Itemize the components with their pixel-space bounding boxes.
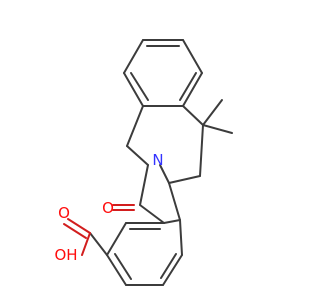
benzene-ring-top <box>123 39 203 107</box>
benzene-ring-bottom <box>106 219 183 286</box>
lactam-ring <box>112 164 181 224</box>
hydroxyl-label: OH <box>54 246 77 264</box>
carboxylic-acid <box>63 218 108 256</box>
carbonyl-oxygen-label: O <box>102 199 114 217</box>
nitrogen-atom-label: N <box>152 151 163 169</box>
molecule-structure: N O OH O <box>54 39 233 286</box>
hydroxyl-oxygen-label: O <box>58 204 70 222</box>
structure-canvas: N O OH O <box>54 39 233 286</box>
azepine-ring <box>126 99 233 184</box>
